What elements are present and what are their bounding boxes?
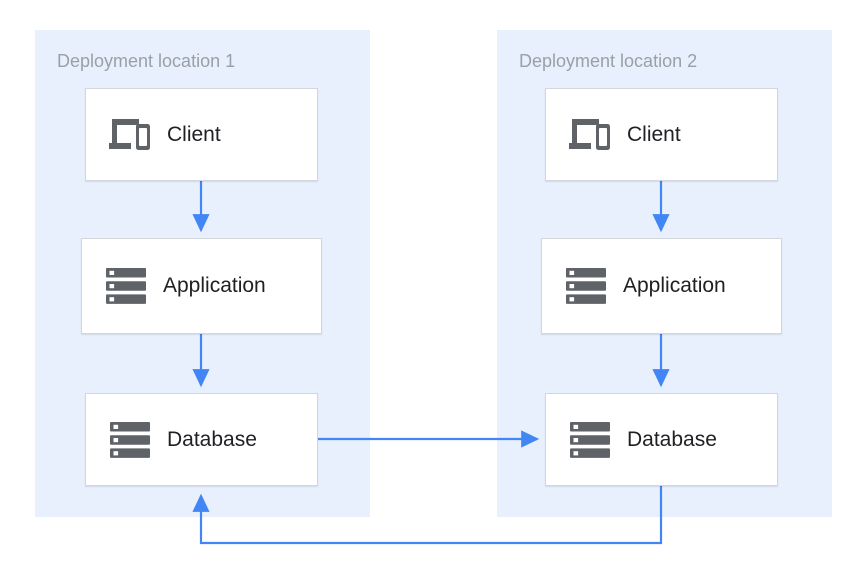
node-client-1-label: Client — [167, 122, 221, 146]
node-application-1[interactable]: Application — [81, 238, 322, 334]
node-application-2-label: Application — [623, 274, 726, 297]
deployment-zone-2-label: Deployment location 2 — [519, 51, 698, 71]
node-application-2[interactable]: Application — [541, 238, 782, 334]
client-devices-icon — [567, 112, 613, 158]
node-database-1[interactable]: Database — [85, 393, 318, 486]
node-application-1-label: Application — [163, 274, 266, 297]
deployment-zone-1-label: Deployment location 1 — [57, 51, 236, 71]
node-client-2-label: Client — [627, 122, 681, 146]
node-database-2[interactable]: Database — [545, 393, 778, 486]
node-client-2[interactable]: Client — [545, 88, 778, 181]
server-stack-icon — [567, 417, 613, 463]
server-stack-icon — [103, 263, 149, 309]
server-stack-icon — [563, 263, 609, 309]
node-database-2-label: Database — [627, 427, 717, 451]
client-devices-icon — [107, 112, 153, 158]
server-stack-icon — [107, 417, 153, 463]
node-client-1[interactable]: Client — [85, 88, 318, 181]
node-database-1-label: Database — [167, 427, 257, 451]
